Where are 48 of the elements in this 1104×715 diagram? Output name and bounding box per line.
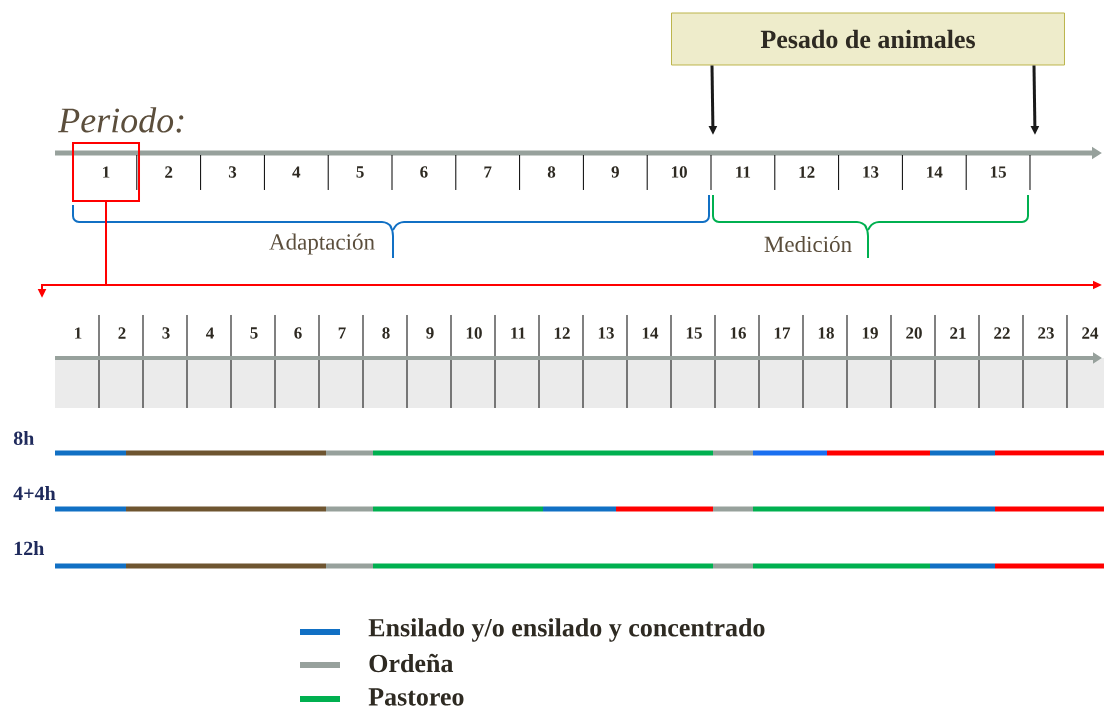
period-number: 5 xyxy=(356,166,364,178)
hour-number: 18 xyxy=(818,327,834,339)
hour-number: 15 xyxy=(686,327,702,339)
brace-label: Adaptación xyxy=(269,233,375,255)
period-number: 15 xyxy=(990,166,1006,178)
row-label: 4+4h xyxy=(13,486,56,500)
hour-number: 23 xyxy=(1038,327,1054,339)
legend-text: Ordeña xyxy=(369,653,454,673)
period-number: 7 xyxy=(484,166,492,178)
hour-number: 17 xyxy=(774,327,791,339)
hour-number: 22 xyxy=(994,327,1010,339)
hour-number: 3 xyxy=(162,327,170,339)
brace-label: Medición xyxy=(764,235,852,253)
hour-number: 1 xyxy=(75,327,82,339)
period-number: 9 xyxy=(611,166,619,178)
period-number: 11 xyxy=(736,166,751,178)
hour-number: 13 xyxy=(598,327,614,339)
period-number: 12 xyxy=(799,166,815,178)
hour-number: 8 xyxy=(382,327,390,339)
hour-number: 7 xyxy=(338,327,346,339)
period-number: 2 xyxy=(165,166,173,178)
hour-number: 16 xyxy=(730,327,746,339)
period-number: 8 xyxy=(547,166,556,178)
hour-number: 9 xyxy=(426,327,434,339)
hour-number: 19 xyxy=(862,327,878,339)
hour-number: 4 xyxy=(206,327,214,339)
period-number: 3 xyxy=(228,166,237,178)
period-number: 13 xyxy=(863,166,879,178)
legend-text: Ensilado y/o ensilado y concentrado xyxy=(368,618,765,642)
highlight-box: 1 xyxy=(72,142,140,202)
hour-number: 11 xyxy=(511,327,526,339)
hour-number: 14 xyxy=(642,327,659,339)
hour-number: 20 xyxy=(906,327,922,339)
hour-number: 5 xyxy=(250,327,258,339)
hour-number: 21 xyxy=(950,327,966,339)
period-number: 10 xyxy=(671,166,687,178)
hour-number: 10 xyxy=(466,327,482,339)
row-label: 12h xyxy=(14,541,45,555)
label-box: Pesado de animales xyxy=(671,12,1065,66)
hour-number: 24 xyxy=(1082,327,1099,339)
hour-number: 6 xyxy=(294,327,302,339)
hour-number: 12 xyxy=(554,327,570,339)
period-number: 4 xyxy=(292,166,301,178)
period-number: 14 xyxy=(927,166,943,178)
row-label: 8h xyxy=(13,430,35,446)
period-number: 6 xyxy=(420,166,428,178)
hour-number: 2 xyxy=(118,327,126,339)
legend-text: Pastoreo xyxy=(368,688,464,706)
